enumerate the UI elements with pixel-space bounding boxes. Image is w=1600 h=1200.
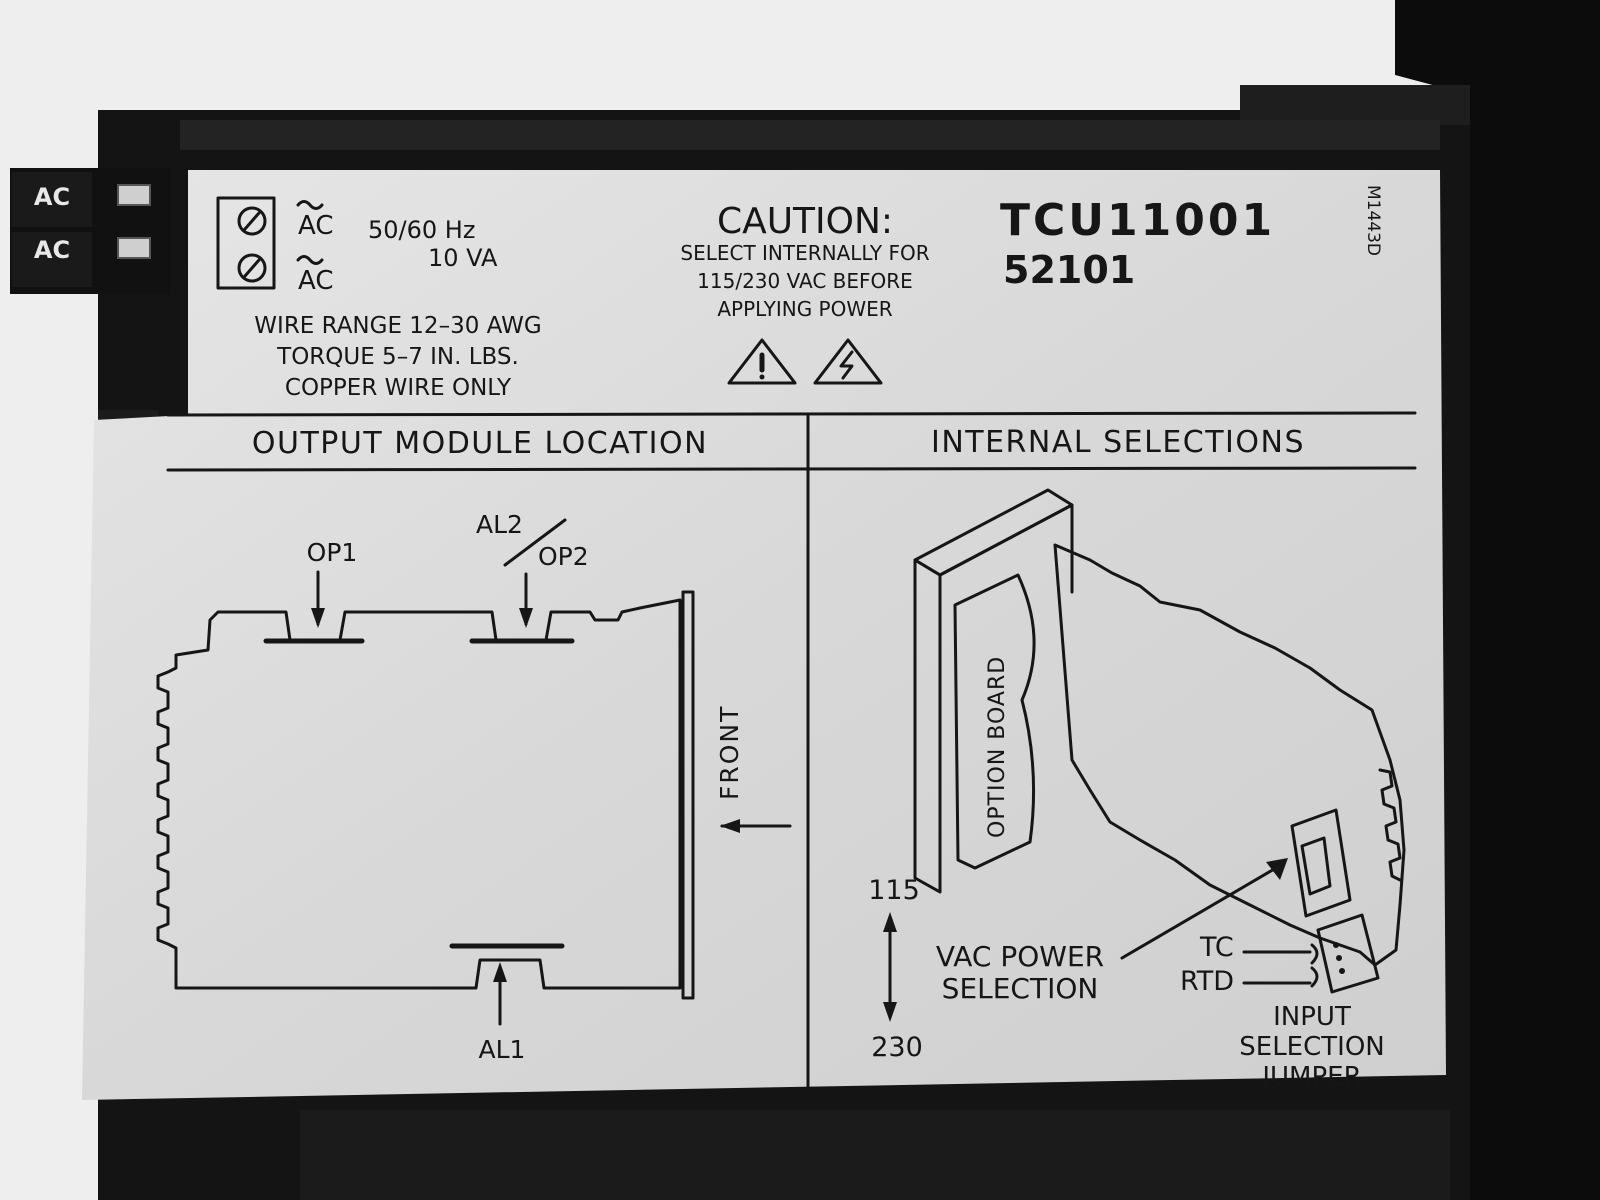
- terminal-label: AC: [34, 183, 70, 211]
- up-arrow: [883, 912, 897, 932]
- caution-line: SELECT INTERNALLY FOR: [680, 241, 929, 265]
- jumper-label: JUMPER: [1260, 1062, 1361, 1092]
- vac-pointer-arrow: [1266, 858, 1288, 880]
- main-board: [1053, 543, 1406, 967]
- copper-text: COPPER WIRE ONLY: [285, 375, 512, 401]
- tilde-icon: [296, 255, 324, 265]
- ac-label: AC: [298, 266, 333, 296]
- terminal-block: AC AC: [10, 168, 170, 294]
- terminal-diagram: [216, 196, 276, 290]
- option-board-window: [953, 573, 1036, 870]
- frequency-text: 50/60 Hz: [368, 216, 475, 244]
- input-label: INPUT: [1273, 1002, 1351, 1032]
- label-dividers: [166, 411, 1417, 1090]
- internal-section-heading: INTERNAL SELECTIONS: [931, 425, 1305, 460]
- model-block: TCU11001 52101 M1443D: [1000, 185, 1383, 292]
- vac-selector-switch: [1290, 808, 1352, 918]
- front-label: FRONT: [715, 705, 744, 800]
- tc-label: TC: [1199, 932, 1234, 963]
- input-jumper: [1316, 913, 1380, 994]
- ac-label: AC: [298, 211, 333, 241]
- caution-line: APPLYING POWER: [717, 297, 892, 321]
- op1-arrow: [311, 608, 325, 628]
- terminal-label: AC: [34, 236, 70, 264]
- tilde-icon: [296, 200, 324, 210]
- op1-label: OP1: [307, 538, 358, 567]
- vac-selection-label: SELECTION: [942, 972, 1099, 1005]
- label-sticker: [82, 170, 1446, 1100]
- warning-icon: [727, 338, 797, 385]
- side-code: M1443D: [1363, 185, 1383, 256]
- voltage-115-label: 115: [868, 875, 920, 906]
- model-number: TCU11001: [1000, 195, 1275, 246]
- option-board-label: OPTION BOARD: [985, 656, 1010, 838]
- high-voltage-icon: [813, 338, 883, 385]
- model-code: 52101: [1003, 248, 1135, 292]
- va-text: 10 VA: [428, 244, 498, 272]
- screw-icon: [237, 206, 267, 236]
- caution-title: CAUTION:: [717, 201, 893, 242]
- internal-selections-diagram: OPTION BOARD 115 230 VAC POWER SELECTION…: [868, 488, 1406, 1092]
- al1-arrow: [493, 962, 507, 982]
- power-spec: AC AC 50/60 Hz 10 VA WIRE RANGE 12–30 AW…: [216, 196, 542, 401]
- al2-label: AL2: [476, 510, 523, 539]
- rtd-label: RTD: [1180, 966, 1234, 997]
- wire-range-text: WIRE RANGE 12–30 AWG: [254, 313, 541, 339]
- op2-label: OP2: [538, 542, 589, 571]
- caution-line: 115/230 VAC BEFORE: [697, 269, 913, 293]
- output-section-heading: OUTPUT MODULE LOCATION: [252, 426, 708, 461]
- vac-power-label: VAC POWER: [936, 940, 1104, 973]
- al1-label: AL1: [479, 1035, 526, 1064]
- selection-label: SELECTION: [1239, 1032, 1384, 1062]
- voltage-230-label: 230: [871, 1032, 923, 1063]
- output-module-diagram: OP1 AL2 OP2 AL1 FRONT: [156, 510, 792, 1064]
- torque-text: TORQUE 5–7 IN. LBS.: [276, 344, 519, 370]
- op2-arrow: [519, 608, 533, 628]
- caution-block: CAUTION: SELECT INTERNALLY FOR 115/230 V…: [680, 201, 930, 385]
- front-arrow: [720, 819, 740, 833]
- screw-icon: [237, 253, 267, 283]
- front-panel: [681, 590, 695, 1000]
- down-arrow: [883, 1002, 897, 1022]
